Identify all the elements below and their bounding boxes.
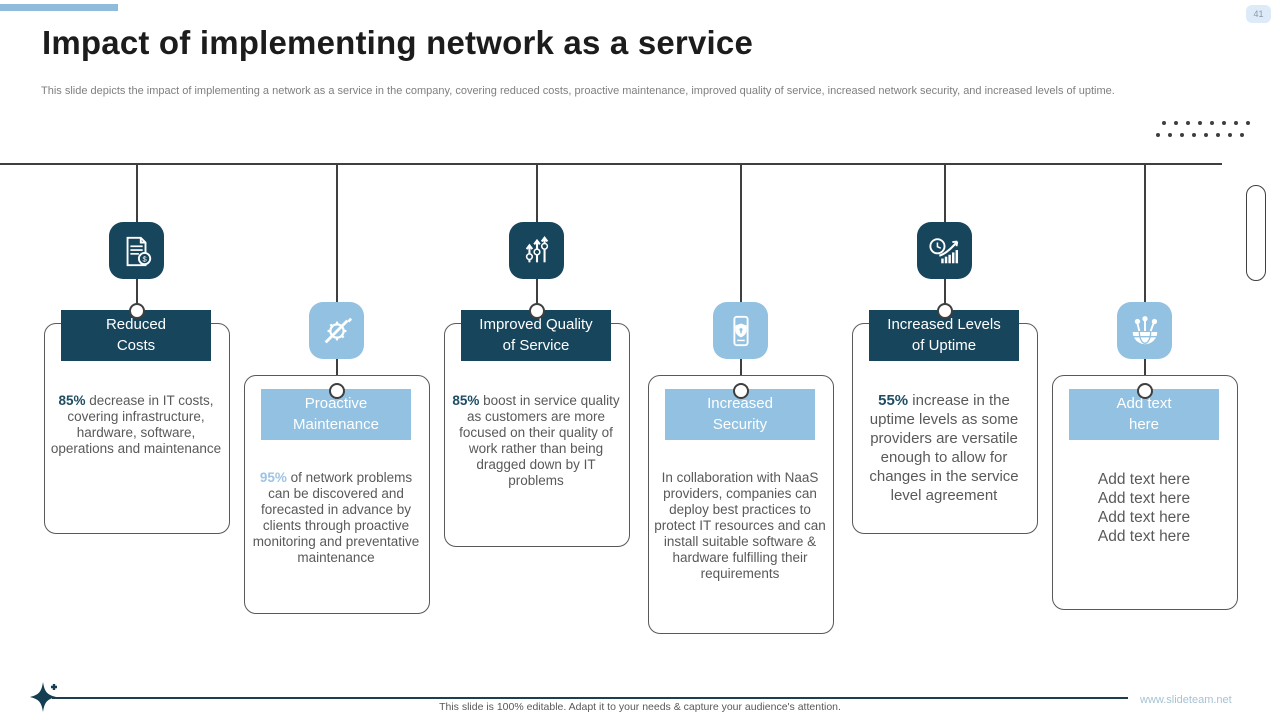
timeline-node <box>937 303 953 319</box>
column-body-text: In collaboration with NaaS providers, co… <box>654 470 826 581</box>
side-pill-decoration <box>1246 185 1266 281</box>
connector-line <box>1144 164 1146 384</box>
uptime-clock-chart-icon <box>917 222 972 279</box>
stat-value: 95% <box>259 470 287 485</box>
footer-note: This slide is 100% editable. Adapt it to… <box>439 701 841 713</box>
sparkle-star-icon <box>28 678 68 720</box>
timeline-node <box>529 303 545 319</box>
mobile-security-icon <box>713 302 768 359</box>
decorative-dots-row <box>1162 121 1250 125</box>
slide-title: Impact of implementing network as a serv… <box>42 24 753 61</box>
timeline-node <box>129 303 145 319</box>
text-placeholder[interactable]: Add text here <box>1097 528 1191 545</box>
footer-divider-line <box>52 697 1128 699</box>
timeline-axis <box>0 163 1222 165</box>
timeline-node <box>1137 383 1153 399</box>
connector-line <box>336 164 338 384</box>
column-body-text: 55% increase in the uptime levels as som… <box>869 392 1019 504</box>
timeline-node <box>329 383 345 399</box>
text-placeholder[interactable]: Add text here <box>1097 509 1191 526</box>
decorative-dots-row <box>1156 133 1244 137</box>
growth-arrows-icon <box>509 222 564 279</box>
timeline-node <box>733 383 749 399</box>
website-link[interactable]: www.slideteam.net <box>1140 694 1232 706</box>
connector-line <box>740 164 742 384</box>
svg-text:$: $ <box>142 254 147 263</box>
column-body-text[interactable]: Add text here Add text here Add text her… <box>1057 470 1231 546</box>
top-accent-bar <box>0 4 118 11</box>
column-body-text: 85% decrease in IT costs, covering infra… <box>50 393 222 456</box>
stat-value: 85% <box>58 393 86 408</box>
stat-value: 55% <box>878 392 909 409</box>
slide-subtitle: This slide depicts the impact of impleme… <box>41 85 1115 97</box>
text-placeholder[interactable]: Add text here <box>1097 490 1191 507</box>
network-globe-icon <box>1117 302 1172 359</box>
column-body-text: 95% of network problems can be discovere… <box>252 470 420 565</box>
text-placeholder[interactable]: Add text here <box>1097 471 1191 488</box>
column-header: Increased Levels of Uptime <box>869 310 1019 361</box>
column-header: Increased Security <box>665 389 815 440</box>
column-body-text: 85% boost in service quality as customer… <box>452 393 620 488</box>
gear-pencil-icon <box>309 302 364 359</box>
slide-number-badge: 41 <box>1246 5 1271 23</box>
stat-value: 85% <box>452 393 480 408</box>
invoice-money-icon: $ <box>109 222 164 279</box>
